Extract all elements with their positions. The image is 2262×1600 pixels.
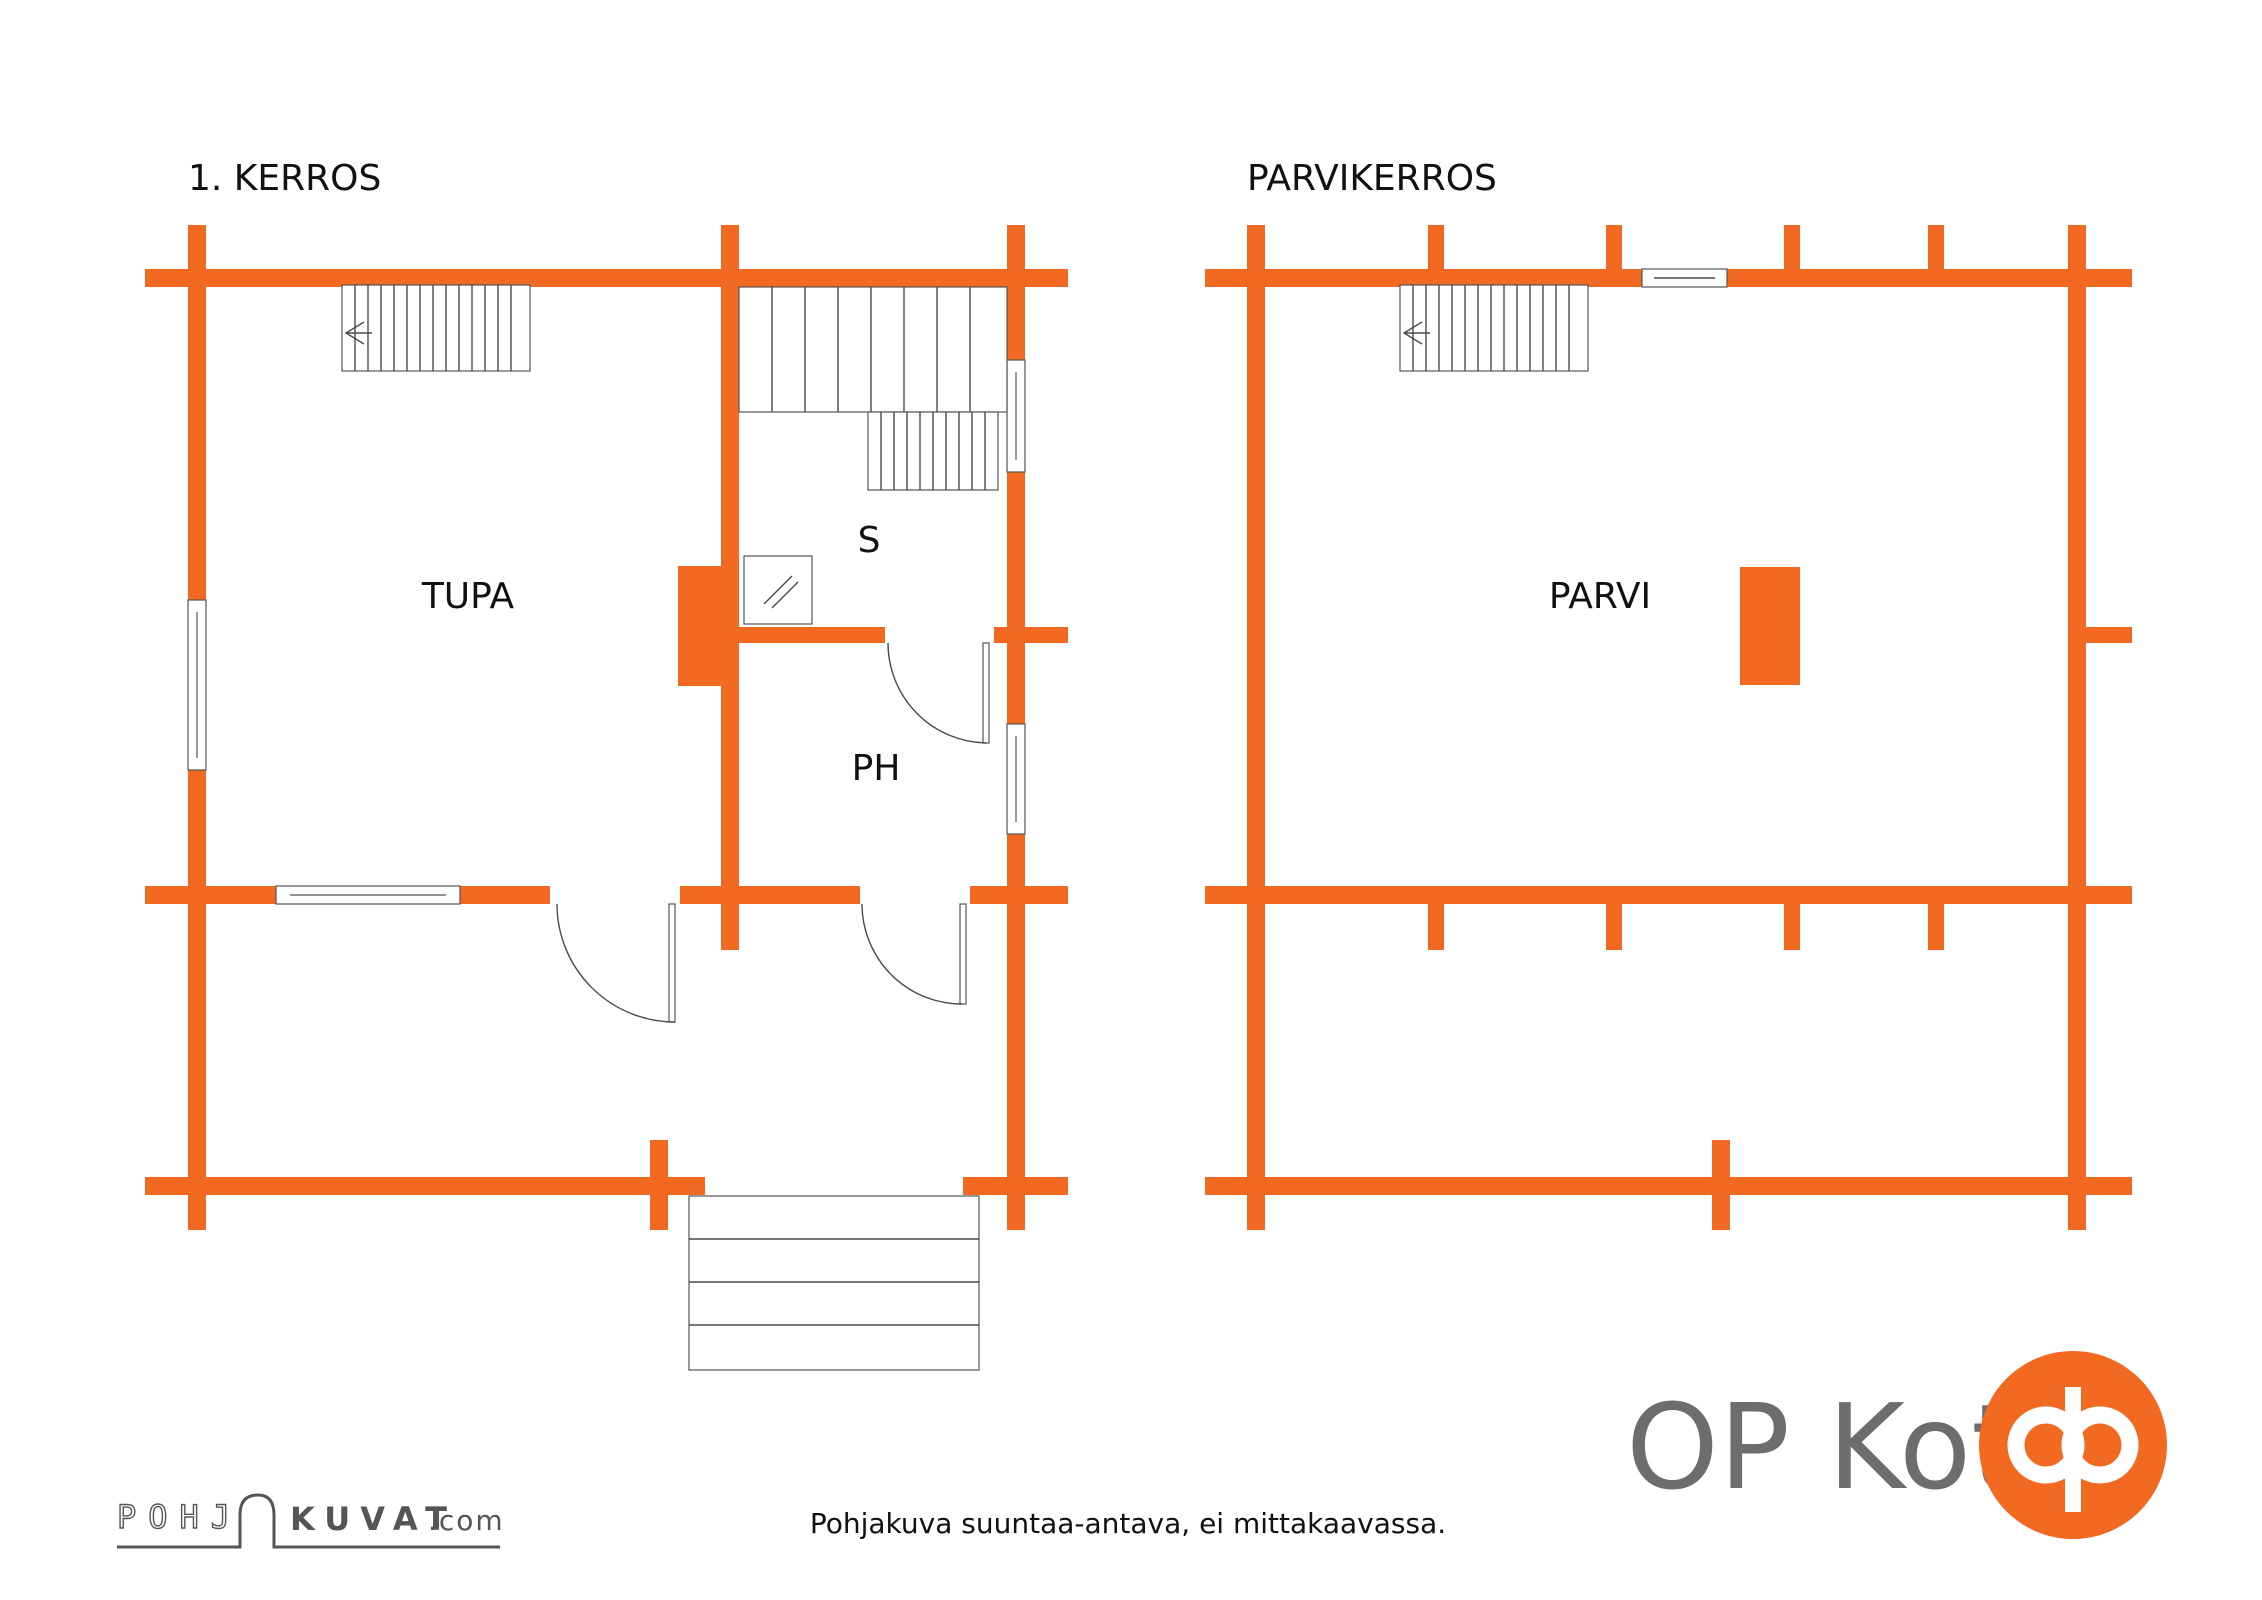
watermark-right-text: KUVAT <box>290 1500 457 1538</box>
floor-1-walls <box>145 225 1068 1230</box>
floor-title-1: 1. KERROS <box>188 158 381 199</box>
floor-1-stairs <box>341 284 1008 1371</box>
disclaimer-note: Pohjakuva suuntaa-antava, ei mittakaavas… <box>810 1507 1446 1540</box>
room-label-ph: PH <box>852 748 901 789</box>
floor-title-2: PARVIKERROS <box>1247 158 1497 199</box>
floor-2-walls <box>1205 225 2132 1230</box>
pohjakuvat-watermark: POHJ KUVAT .com <box>116 1493 505 1549</box>
room-label-parvi: PARVI <box>1549 576 1651 617</box>
floor-2: PARVIKERROS <box>1205 158 2132 1230</box>
sauna-stove <box>743 555 813 625</box>
op-logo-icon <box>1979 1351 2167 1539</box>
floor-2-stairs <box>1399 284 1589 372</box>
room-label-s: S <box>858 520 881 561</box>
room-label-tupa: TUPA <box>421 576 515 617</box>
watermark-suffix-text: .com <box>428 1504 505 1537</box>
floor-1-windows <box>187 359 1026 905</box>
floor-2-window <box>1641 268 1728 288</box>
floor-1-doors <box>556 642 990 1023</box>
floor-1: 1. KERROS <box>145 158 1068 1371</box>
watermark-left-text: POHJ <box>117 1498 242 1536</box>
